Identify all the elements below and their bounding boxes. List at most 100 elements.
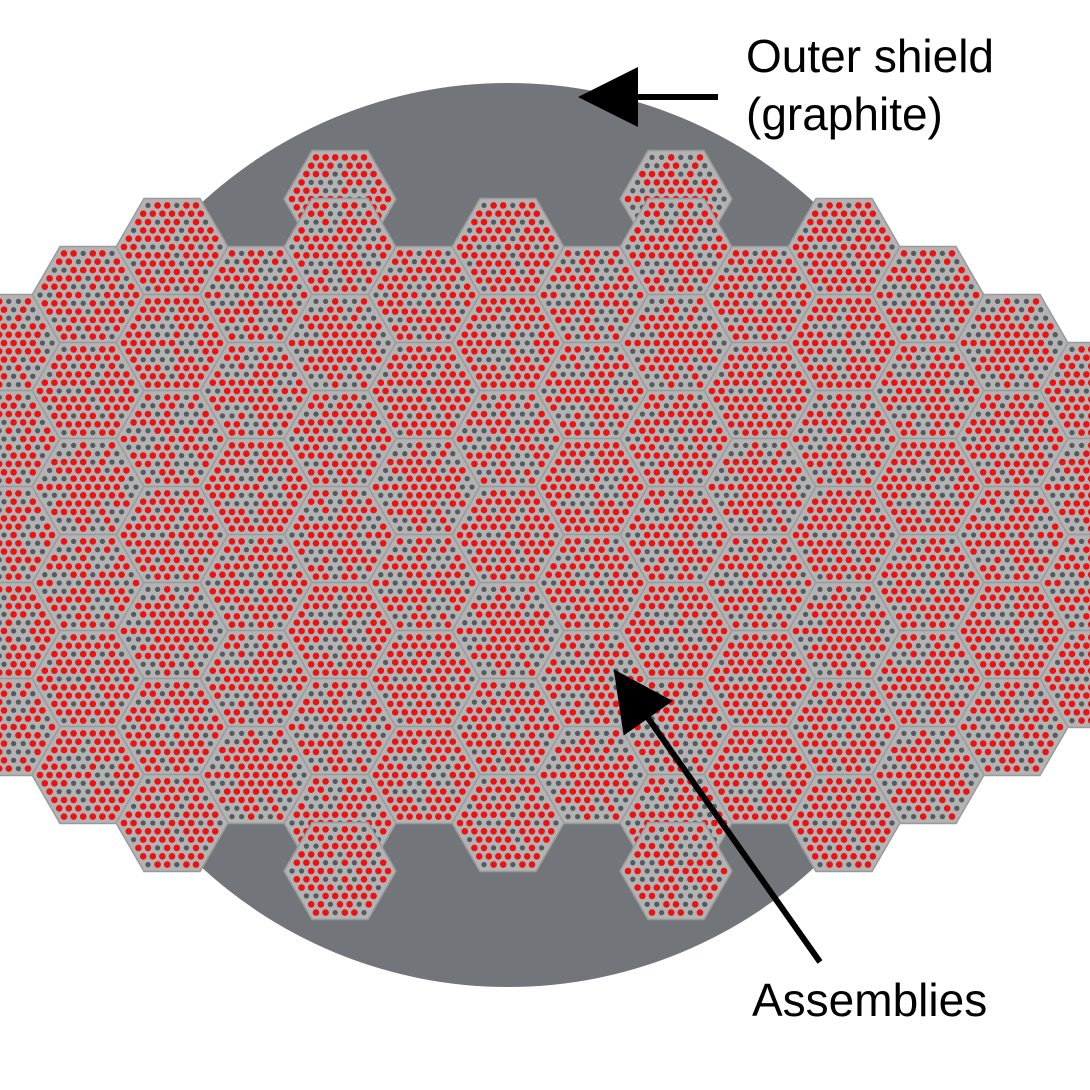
- fuel-pin: [742, 492, 749, 499]
- moderator-pin: [975, 507, 982, 513]
- fuel-pin: [989, 419, 997, 426]
- moderator-pin: [291, 371, 298, 378]
- fuel-pin: [238, 525, 245, 532]
- fuel-pin: [677, 268, 685, 276]
- moderator-pin: [846, 573, 852, 580]
- moderator-pin: [145, 490, 151, 497]
- fuel-pin: [775, 308, 783, 315]
- fuel-pin: [761, 250, 769, 257]
- fuel-pin: [475, 452, 483, 459]
- fuel-pin: [691, 339, 699, 347]
- moderator-pin: [836, 315, 842, 321]
- fuel-pin: [953, 421, 961, 428]
- fuel-pin: [519, 540, 526, 547]
- moderator-pin: [826, 411, 833, 417]
- moderator-pin: [634, 323, 641, 330]
- fuel-pin: [598, 421, 605, 428]
- fuel-pin: [821, 565, 829, 572]
- fuel-pin: [276, 442, 284, 449]
- fuel-pin: [989, 356, 997, 363]
- fuel-pin: [826, 490, 833, 497]
- fuel-pin: [1023, 348, 1030, 355]
- moderator-pin: [920, 346, 926, 353]
- fuel-pin: [459, 467, 466, 474]
- fuel-pin: [60, 379, 68, 387]
- fuel-pin: [831, 548, 838, 555]
- fuel-pin: [29, 356, 37, 363]
- fuel-pin: [159, 452, 166, 459]
- moderator-pin: [382, 371, 389, 378]
- moderator-pin: [649, 411, 655, 417]
- fuel-pin: [648, 235, 656, 242]
- fuel-pin: [826, 285, 833, 292]
- moderator-pin: [1014, 365, 1020, 371]
- fuel-pin: [919, 442, 927, 449]
- moderator-pin: [598, 275, 605, 282]
- moderator-pin: [481, 285, 487, 292]
- fuel-pin: [547, 331, 555, 339]
- moderator-pin: [104, 259, 110, 265]
- moderator-pin: [711, 515, 718, 522]
- moderator-pin: [668, 394, 674, 401]
- fuel-pin: [900, 429, 908, 436]
- moderator-pin: [298, 532, 305, 538]
- moderator-pin: [70, 363, 77, 369]
- fuel-pin: [257, 250, 265, 257]
- fuel-pin: [430, 483, 437, 491]
- fuel-pin: [346, 227, 353, 234]
- fuel-pin: [720, 531, 728, 539]
- moderator-pin: [510, 285, 516, 292]
- fuel-pin: [187, 469, 195, 476]
- fuel-pin: [322, 540, 329, 547]
- fuel-pin: [816, 314, 824, 322]
- fuel-pin: [377, 283, 385, 291]
- moderator-pin: [375, 340, 382, 346]
- moderator-pin: [999, 548, 1006, 555]
- fuel-pin: [159, 419, 166, 426]
- fuel-pin: [963, 387, 970, 395]
- fuel-pin: [771, 429, 778, 436]
- fuel-pin: [672, 548, 680, 555]
- fuel-pin: [387, 396, 394, 403]
- fuel-pin: [1087, 396, 1090, 403]
- fuel-pin: [1023, 540, 1030, 547]
- fuel-pin: [192, 252, 200, 259]
- fuel-pin: [1054, 483, 1061, 491]
- moderator-pin: [589, 421, 595, 427]
- moderator-pin: [202, 269, 209, 275]
- fuel-pin: [622, 316, 629, 324]
- fuel-pin: [1018, 498, 1025, 506]
- fuel-pin: [355, 435, 363, 443]
- fuel-pin: [331, 298, 339, 305]
- moderator-pin: [123, 275, 130, 282]
- fuel-pin: [943, 258, 951, 266]
- moderator-pin: [723, 492, 730, 498]
- moderator-pin: [538, 557, 545, 563]
- fuel-pin: [485, 260, 493, 267]
- fuel-pin: [327, 531, 334, 539]
- fuel-pin: [125, 331, 133, 339]
- fuel-pin: [322, 410, 329, 418]
- fuel-pin: [144, 556, 152, 564]
- fuel-pin: [159, 498, 166, 506]
- moderator-pin: [85, 275, 91, 282]
- fuel-pin: [183, 252, 190, 259]
- fuel-pin: [775, 421, 783, 428]
- fuel-pin: [336, 260, 344, 267]
- moderator-pin: [742, 413, 749, 419]
- fuel-pin: [192, 394, 200, 401]
- fuel-pin: [60, 458, 68, 466]
- fuel-pin: [135, 540, 142, 547]
- moderator-pin: [308, 227, 314, 234]
- moderator-pin: [219, 413, 226, 419]
- fuel-pin: [523, 227, 531, 234]
- moderator-pin: [678, 315, 684, 321]
- moderator-pin: [346, 436, 353, 442]
- fuel-pin: [276, 283, 284, 291]
- fuel-pin: [79, 362, 87, 370]
- moderator-pin: [906, 325, 912, 331]
- fuel-pin: [149, 452, 157, 459]
- fuel-pin: [360, 410, 368, 418]
- fuel-pin: [1003, 364, 1011, 372]
- fuel-pin: [528, 477, 536, 484]
